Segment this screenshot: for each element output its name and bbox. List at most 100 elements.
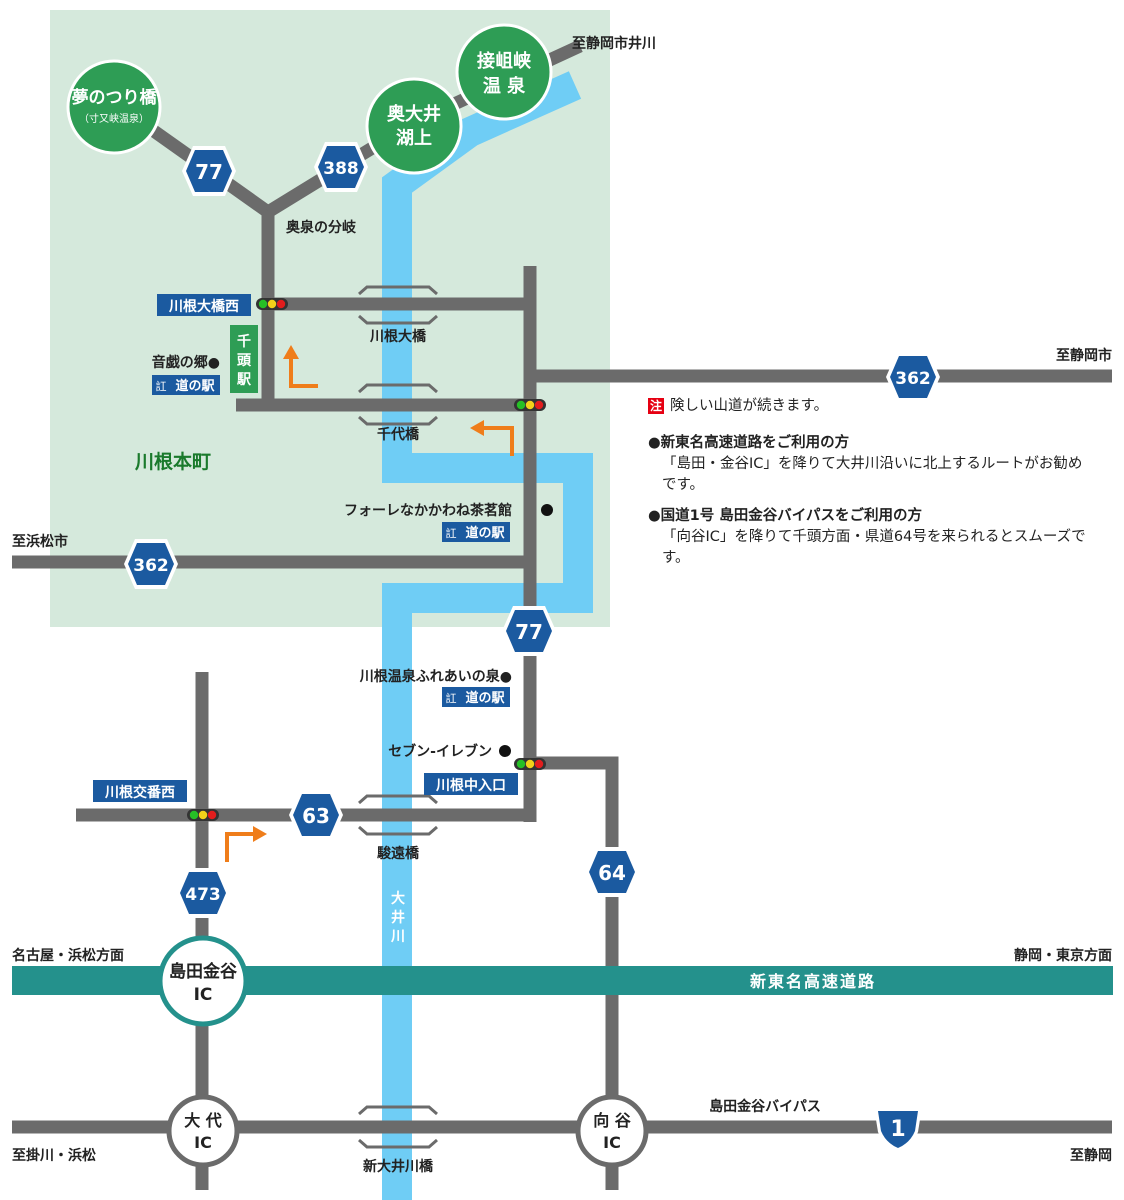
svg-text:63: 63 [302,804,330,828]
river-label: 大 井 川 [390,890,405,945]
road-64 [530,756,619,1190]
svg-text:川: 川 [390,929,405,945]
svg-text:接岨峡: 接岨峡 [477,50,532,72]
route1-note-heading: ●国道1号 島田金谷バイパスをご利用の方 [648,508,922,524]
area-label-kawane-honcho: 川根本町 [134,450,211,473]
svg-text:473: 473 [185,885,221,905]
destination-okuoi-kojo: 奥大井 湖上 [365,77,463,175]
svg-text:頭: 頭 [237,353,252,369]
svg-text:井: 井 [391,909,405,926]
michi-no-eki-otogi: 訌 道の駅 [152,375,220,395]
intersection-kawane-koban-nishi: 川根交番西 [93,780,187,802]
svg-text:夢のつり橋: 夢のつり橋 [72,87,158,108]
label-foret: フォーレなかかわね茶茗館 [344,502,512,519]
label-shin-oigawa-bridge: 新大井川橋 [363,1158,434,1175]
svg-text:川根大橋西: 川根大橋西 [168,298,239,315]
svg-text:IC: IC [194,1133,212,1152]
svg-text:訌: 訌 [446,526,457,540]
dir-nagoya-hamamatsu: 名古屋・浜松方面 [12,947,124,964]
svg-text:362: 362 [133,556,169,576]
expressway-label: 新東名高速道路 [750,972,876,991]
expressway-note: ●新東名高速道路をご利用の方 「島田・金谷IC」を降りて大井川沿いに北上するルー… [648,433,1088,496]
interchange-mukoya: 向 谷 IC [575,1094,649,1168]
expressway-note-body: 「島田・金谷IC」を降りて大井川沿いに北上するルートがお勧めです。 [662,456,1083,493]
route-shield-63: 63 [289,790,343,840]
route1-note: ●国道1号 島田金谷バイパスをご利用の方 「向谷IC」を降りて千頭方面・県道64… [648,506,1088,569]
route-arrows [225,356,514,862]
warning-icon: 注 [648,398,665,414]
marker-seven-eleven [499,745,511,757]
svg-text:道の駅: 道の駅 [465,525,505,541]
intersection-kawane-ohashi-nishi: 川根大橋西 [157,294,251,316]
michi-no-eki-fureai: 訌 道の駅 [442,687,510,707]
label-okuizumi-junction: 奥泉の分岐 [286,219,357,236]
svg-text:大 代: 大 代 [184,1111,222,1130]
svg-text:向 谷: 向 谷 [593,1111,632,1130]
svg-text:64: 64 [598,861,626,885]
signal-kawane-naka [514,758,546,770]
route-shield-64: 64 [585,847,639,897]
signal-chiyo [514,399,546,411]
svg-text:奥大井: 奥大井 [387,103,441,125]
expressway-note-heading: ●新東名高速道路をご利用の方 [648,435,850,451]
dir-shizuoka-tokyo: 静岡・東京方面 [1014,947,1112,964]
route-shield-388: 388 [314,142,368,192]
svg-text:川根中入口: 川根中入口 [435,777,506,794]
svg-text:道の駅: 道の駅 [175,378,215,394]
svg-text:湖上: 湖上 [396,128,432,149]
svg-text:温 泉: 温 泉 [483,75,526,97]
route-shield-473: 473 [176,868,230,918]
svg-text:1: 1 [890,1117,905,1142]
label-shimada-kanaya-bypass: 島田金谷バイパス [709,1098,821,1115]
svg-text:77: 77 [195,160,223,184]
signal-kawane-ohashi-nishi [256,298,288,310]
label-chiyo-bridge: 千代橋 [377,426,420,443]
route-shield-362-west: 362 [124,539,178,589]
warning-line: 注険しい山道が続きます。 [648,396,1088,417]
label-shunen-bridge: 駿遠橋 [377,845,420,862]
dir-kakegawa-hamamatsu: 至掛川・浜松 [12,1147,96,1164]
dir-shizuoka-city: 至静岡市 [1056,347,1112,364]
svg-text:IC: IC [603,1133,621,1152]
svg-text:駅: 駅 [237,372,252,388]
marker-foret [541,504,553,516]
arrow-north-west [482,426,514,456]
interchange-daidai: 大 代 IC [166,1094,240,1168]
route1-note-body: 「向谷IC」を降りて千頭方面・県道64号を来られるとスムーズです。 [662,529,1086,566]
bridge-marks [358,285,438,1149]
svg-text:道の駅: 道の駅 [465,690,505,706]
svg-text:（寸又峡温泉）: （寸又峡温泉） [79,112,149,125]
svg-text:訌: 訌 [446,691,457,705]
svg-text:388: 388 [323,159,359,179]
michi-no-eki-foret: 訌 道の駅 [442,522,510,542]
arrow-north [289,356,318,388]
intersection-kawane-naka-iriguchi: 川根中入口 [424,773,518,795]
route-shield-77-north: 77 [182,146,236,196]
signal-kawane-koban-nishi [187,809,219,821]
dir-hamamatsu-city: 至浜松市 [12,533,68,550]
interchange-shimada-kanaya: 島田金谷 IC [157,935,249,1027]
svg-text:77: 77 [515,620,543,644]
svg-text:362: 362 [895,369,931,389]
arrow-east [225,832,255,862]
label-fureai-no-izumi: 川根温泉ふれあいの泉● [359,668,512,685]
svg-text:川根交番西: 川根交番西 [104,784,175,801]
svg-text:千: 千 [237,333,251,350]
svg-text:IC: IC [194,985,213,1005]
svg-text:島田金谷: 島田金谷 [169,961,238,982]
label-seven-eleven: セブン-イレブン [388,743,492,760]
svg-text:訌: 訌 [156,379,167,393]
route-shield-77-south: 77 [502,606,556,656]
warning-text: 険しい山道が続きます。 [670,398,829,414]
dir-shizuoka: 至静岡 [1070,1147,1112,1164]
senzu-station: 千 頭 駅 [230,325,258,393]
destination-yume-no-tsuribashi: 夢のつり橋 （寸又峡温泉） [66,59,162,155]
label-kawane-ohashi: 川根大橋 [369,328,427,345]
route-shield-1: 1 [874,1107,922,1152]
label-otogi-no-sato: 音戯の郷● [152,354,220,371]
route-shield-362-east: 362 [886,352,940,402]
dir-shizuoka-ikawa: 至静岡市井川 [572,35,656,52]
notes-panel: 注険しい山道が続きます。 ●新東名高速道路をご利用の方 「島田・金谷IC」を降り… [648,396,1088,579]
destination-sesshikyo-onsen: 接岨峡 温 泉 [455,23,553,121]
